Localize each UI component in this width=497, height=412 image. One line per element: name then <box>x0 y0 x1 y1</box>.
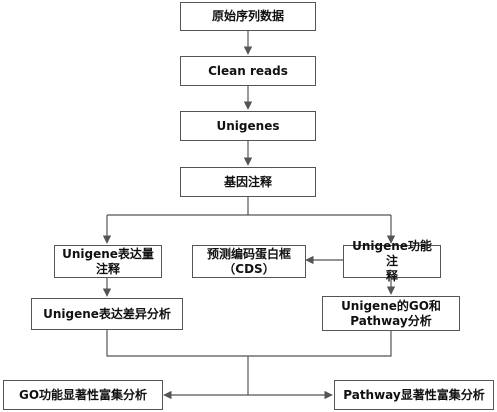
node-clean-reads-label: Clean reads <box>208 63 288 78</box>
node-clean-reads: Clean reads <box>180 56 316 86</box>
node-unigenes-label: Unigenes <box>216 118 280 133</box>
node-go-enrichment-label: GO功能显著性富集分析 <box>18 387 148 402</box>
line-diff-merge <box>106 330 248 357</box>
node-cds-line1: 预测编码蛋白框 <box>206 246 291 261</box>
node-cds-line2: （CDS） <box>223 261 275 276</box>
node-unigenes: Unigenes <box>180 111 316 141</box>
node-raw-data: 原始序列数据 <box>180 2 316 31</box>
node-raw-data-label: 原始序列数据 <box>211 9 284 23</box>
node-expression-quant-line1: Unigene表达量 <box>62 246 154 261</box>
node-diff-expression-label: Unigene表达差异分析 <box>43 306 171 321</box>
node-expression-quant-line2: 注释 <box>95 261 120 276</box>
line-gopathway-merge <box>248 331 392 357</box>
node-function-annotation-line1: Unigene功能注 <box>352 239 432 268</box>
node-pathway-enrichment: Pathway显著性富集分析 <box>334 380 494 410</box>
node-go-pathway-line2: Pathway分析 <box>350 313 432 328</box>
node-go-pathway-line1: Unigene的GO和 <box>341 298 441 313</box>
node-gene-annotation: 基因注释 <box>180 167 316 197</box>
node-pathway-enrichment-label: Pathway显著性富集分析 <box>343 387 485 402</box>
node-diff-expression: Unigene表达差异分析 <box>31 298 183 330</box>
node-cds-prediction: 预测编码蛋白框 （CDS） <box>192 245 306 278</box>
node-go-pathway: Unigene的GO和 Pathway分析 <box>322 296 460 331</box>
node-function-annotation-line2: 释 <box>385 269 398 283</box>
node-function-annotation: Unigene功能注 释 <box>343 239 441 283</box>
node-gene-annotation-label: 基因注释 <box>223 174 272 189</box>
node-go-enrichment: GO功能显著性富集分析 <box>3 380 163 410</box>
node-expression-quant: Unigene表达量 注释 <box>54 245 162 278</box>
